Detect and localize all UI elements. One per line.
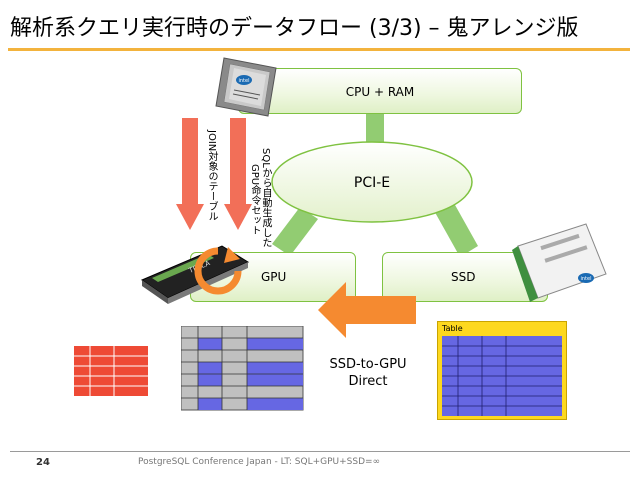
- svg-text:intel: intel: [581, 276, 592, 282]
- ssd-table-grid: [442, 336, 562, 416]
- cpu-result-table: [74, 346, 148, 396]
- gpu-label: GPU: [261, 270, 287, 284]
- title-underline: [8, 48, 630, 51]
- intel-logo-icon: [578, 273, 594, 283]
- page-title: 解析系クエリ実行時のデータフロー (3/3) – 鬼アレンジ版: [10, 16, 579, 41]
- pcie-label: PCI-E: [354, 175, 390, 191]
- sql-gpu-caption-line2: GPU命令セット: [249, 164, 260, 236]
- cpu-chip-image: intel: [215, 57, 277, 117]
- connector-pcie-gpu: [272, 207, 318, 256]
- direct-label-line2: Direct: [348, 374, 388, 389]
- ssd-to-gpu-direct-label: SSD-to-GPU Direct: [318, 356, 418, 390]
- ssd-label: SSD: [451, 270, 476, 284]
- direct-label-line1: SSD-to-GPU: [329, 357, 407, 372]
- ssd-table: Table: [437, 321, 567, 420]
- cpu-ram-box: CPU + RAM: [238, 68, 522, 114]
- gpu-code-arrow-icon: [224, 118, 252, 230]
- downward-arrows: [176, 118, 252, 230]
- svg-text:intel: intel: [239, 78, 250, 84]
- footer-text: PostgreSQL Conference Japan - LT: SQL+GP…: [138, 457, 381, 467]
- footer-divider: [10, 451, 630, 452]
- pcie-ellipse: PCI-E: [271, 141, 473, 223]
- intel-logo-icon: [236, 75, 252, 85]
- ssd-table-label: Table: [442, 324, 463, 333]
- connector-pcie-ssd: [432, 196, 478, 257]
- cpu-ram-label: CPU + RAM: [345, 85, 415, 99]
- join-table-caption: JOIN対象のテーブル: [206, 130, 217, 222]
- join-table-arrow-icon: [176, 118, 204, 230]
- gpu-processing-cycle-icon: [194, 247, 242, 295]
- gpu-filtered-table: [181, 326, 304, 411]
- ssd-to-gpu-arrow-icon: [318, 282, 416, 338]
- sql-gpu-caption-line1: SQLから自動生成した: [260, 148, 271, 248]
- page-number: 24: [36, 457, 50, 468]
- ssd-card-image: intel: [512, 223, 607, 302]
